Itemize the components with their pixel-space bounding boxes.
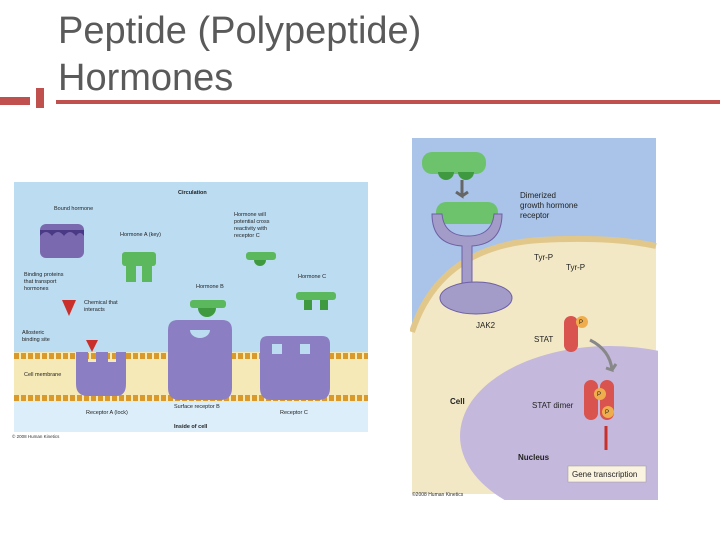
label-hormone-a: Hormone A (key) — [120, 232, 161, 238]
rule-accent-tick — [36, 88, 44, 108]
label-cell-membrane: Cell membrane — [24, 372, 61, 378]
label-dimerized-1: Dimerized — [520, 191, 556, 200]
label-hormone-cross-4: receptor C — [234, 233, 260, 239]
rule-bar — [56, 100, 720, 104]
allosteric-chemical-icon — [86, 340, 98, 352]
label-allosteric-2: binding site — [22, 337, 50, 343]
label-jak2: JAK2 — [476, 321, 496, 330]
surface-receptor-b-shape — [168, 320, 232, 400]
label-dimerized-2: growth hormone — [520, 201, 578, 210]
label-hormone-c: Hormone C — [298, 274, 326, 280]
receptor-a-shape — [76, 352, 126, 396]
receptor-c-notch-1 — [272, 344, 282, 354]
label-p-dimer-1: P — [597, 392, 601, 398]
label-cell: Cell — [450, 397, 465, 406]
label-binding-proteins-1: Binding proteins — [24, 272, 64, 278]
label-hormone-cross-1: Hormone will — [234, 212, 266, 218]
label-receptor-a: Receptor A (lock) — [86, 410, 128, 416]
label-inside-cell: Inside of cell — [174, 424, 208, 430]
label-nucleus: Nucleus — [518, 453, 550, 462]
binding-arrow-icon — [455, 180, 469, 199]
growth-hormone-signaling-diagram: Dimerized growth hormone receptor Tyr-P … — [410, 138, 658, 500]
label-receptor-c: Receptor C — [280, 410, 308, 416]
label-dimerized-3: receptor — [520, 211, 550, 220]
growth-hormone-icon — [422, 152, 486, 180]
receptor-c-notch-2 — [300, 344, 310, 354]
label-hormone-cross-3: reactivity with — [234, 226, 267, 232]
left-figure-copyright: © 2008 Human Kinetics — [12, 433, 60, 439]
label-hormone-b: Hormone B — [196, 284, 224, 290]
label-allosteric-1: Allosteric — [22, 330, 45, 336]
label-gene-transcription: Gene transcription — [572, 470, 637, 479]
receptor-c-shape — [260, 336, 330, 400]
receptor-binding-diagram: Circulation Bound hormone Hormone A (key… — [12, 182, 368, 439]
inside-cell-area — [14, 402, 368, 432]
dimerized-receptor-shape — [431, 202, 513, 315]
title-line-2: Hormones — [58, 57, 234, 99]
label-hormone-cross-2: potential cross — [234, 219, 270, 225]
label-tyr-p-2: Tyr-P — [566, 263, 585, 272]
gene-transcription-box — [567, 465, 647, 483]
bound-hormone-icon — [40, 224, 84, 258]
label-stat: STAT — [534, 335, 553, 344]
rule-accent-block — [0, 97, 30, 105]
label-p-dimer-2: P — [605, 410, 609, 416]
hormone-cross-reactive-icon — [246, 252, 276, 266]
right-figure-copyright: ©2008 Human Kinetics — [412, 491, 464, 498]
stat-dimer-icon — [584, 380, 614, 420]
label-binding-proteins-2: that transport — [24, 279, 57, 285]
slide-title: Peptide (Polypeptide) Hormones — [58, 8, 678, 102]
label-tyr-p-1: Tyr-P — [534, 253, 553, 262]
label-stat-dimer: STAT dimer — [532, 401, 574, 410]
stat-icon — [564, 316, 588, 352]
label-surface-receptor-b: Surface receptor B — [174, 404, 220, 410]
label-chemical-2: interacts — [84, 307, 105, 313]
label-p-stat: P — [579, 320, 583, 326]
translocation-arrow-icon — [589, 338, 618, 373]
label-binding-proteins-3: hormones — [24, 286, 49, 292]
chemical-icon — [62, 300, 76, 316]
cell-membrane-curve — [410, 235, 657, 333]
title-line-1: Peptide (Polypeptide) — [58, 10, 422, 52]
title-rule — [0, 88, 720, 108]
label-circulation: Circulation — [178, 190, 207, 196]
label-bound-hormone: Bound hormone — [54, 206, 93, 212]
label-chemical-1: Chemical that — [84, 300, 118, 306]
hormone-b-icon — [190, 300, 226, 317]
hormone-a-icon — [122, 252, 156, 282]
hormone-c-icon — [296, 292, 336, 310]
